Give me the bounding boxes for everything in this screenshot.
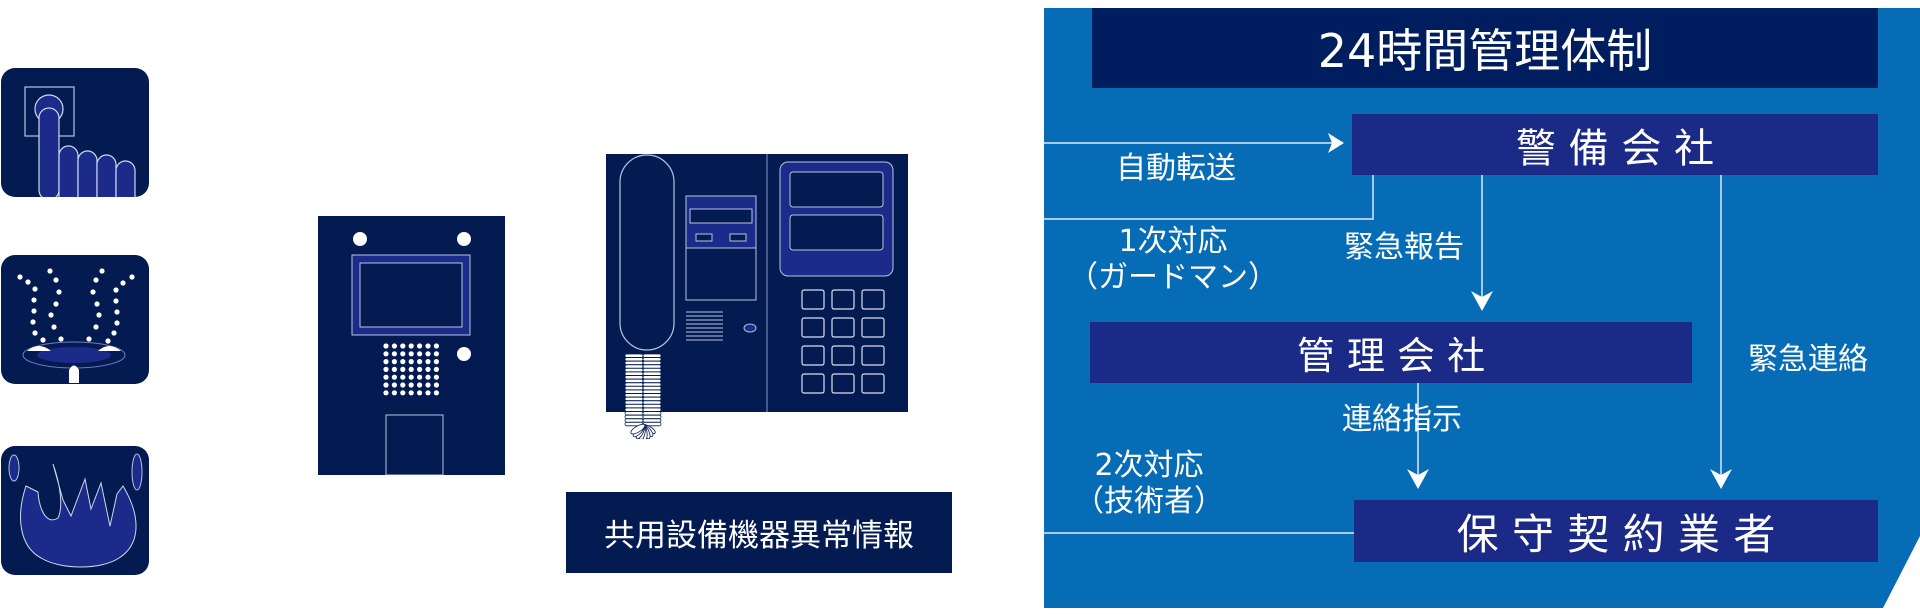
box-security-company: 警 備 会 社	[1352, 114, 1878, 175]
system-title: 24時間管理体制	[1092, 8, 1878, 88]
arrowhead-down-icon	[1471, 291, 1493, 311]
equipment-alert-label: 共用設備機器異常情報	[566, 492, 952, 573]
arrowhead-right-icon	[1328, 133, 1344, 153]
box-management-company: 管 理 会 社	[1090, 322, 1692, 383]
entrance-intercom-panel	[318, 216, 505, 475]
label-second-response-line1: 2次対応	[1094, 448, 1204, 483]
management-system-panel: 24時間管理体制 警 備 会 社 管 理 会 社 保 守 契 約 業 者 自動転…	[1044, 8, 1920, 608]
arrowhead-down-icon	[1710, 469, 1732, 489]
label-emergency-report: 緊急報告	[1344, 230, 1464, 265]
label-emergency-contact: 緊急連絡	[1748, 342, 1868, 377]
intercom-monitor-handset	[606, 154, 908, 439]
label-first-response: 1次対応 （ガードマン）	[1064, 224, 1282, 296]
label-first-response-line1: 1次対応	[1118, 224, 1228, 259]
fire-icon	[1, 446, 149, 575]
emergency-button-icon	[1, 68, 149, 197]
water-leak-icon	[1, 255, 149, 384]
label-first-response-line2: （ガードマン）	[1068, 260, 1278, 295]
label-auto-transfer: 自動転送	[1116, 151, 1236, 186]
box-maintenance-contractor: 保 守 契 約 業 者	[1354, 500, 1878, 562]
label-contact-instruction: 連絡指示	[1342, 402, 1462, 437]
arrowhead-down-icon	[1407, 469, 1429, 489]
first-response-line	[1044, 175, 1374, 220]
label-second-response-line2: （技術者）	[1074, 484, 1224, 519]
label-second-response: 2次対応 （技術者）	[1074, 448, 1224, 520]
handset	[619, 154, 675, 351]
